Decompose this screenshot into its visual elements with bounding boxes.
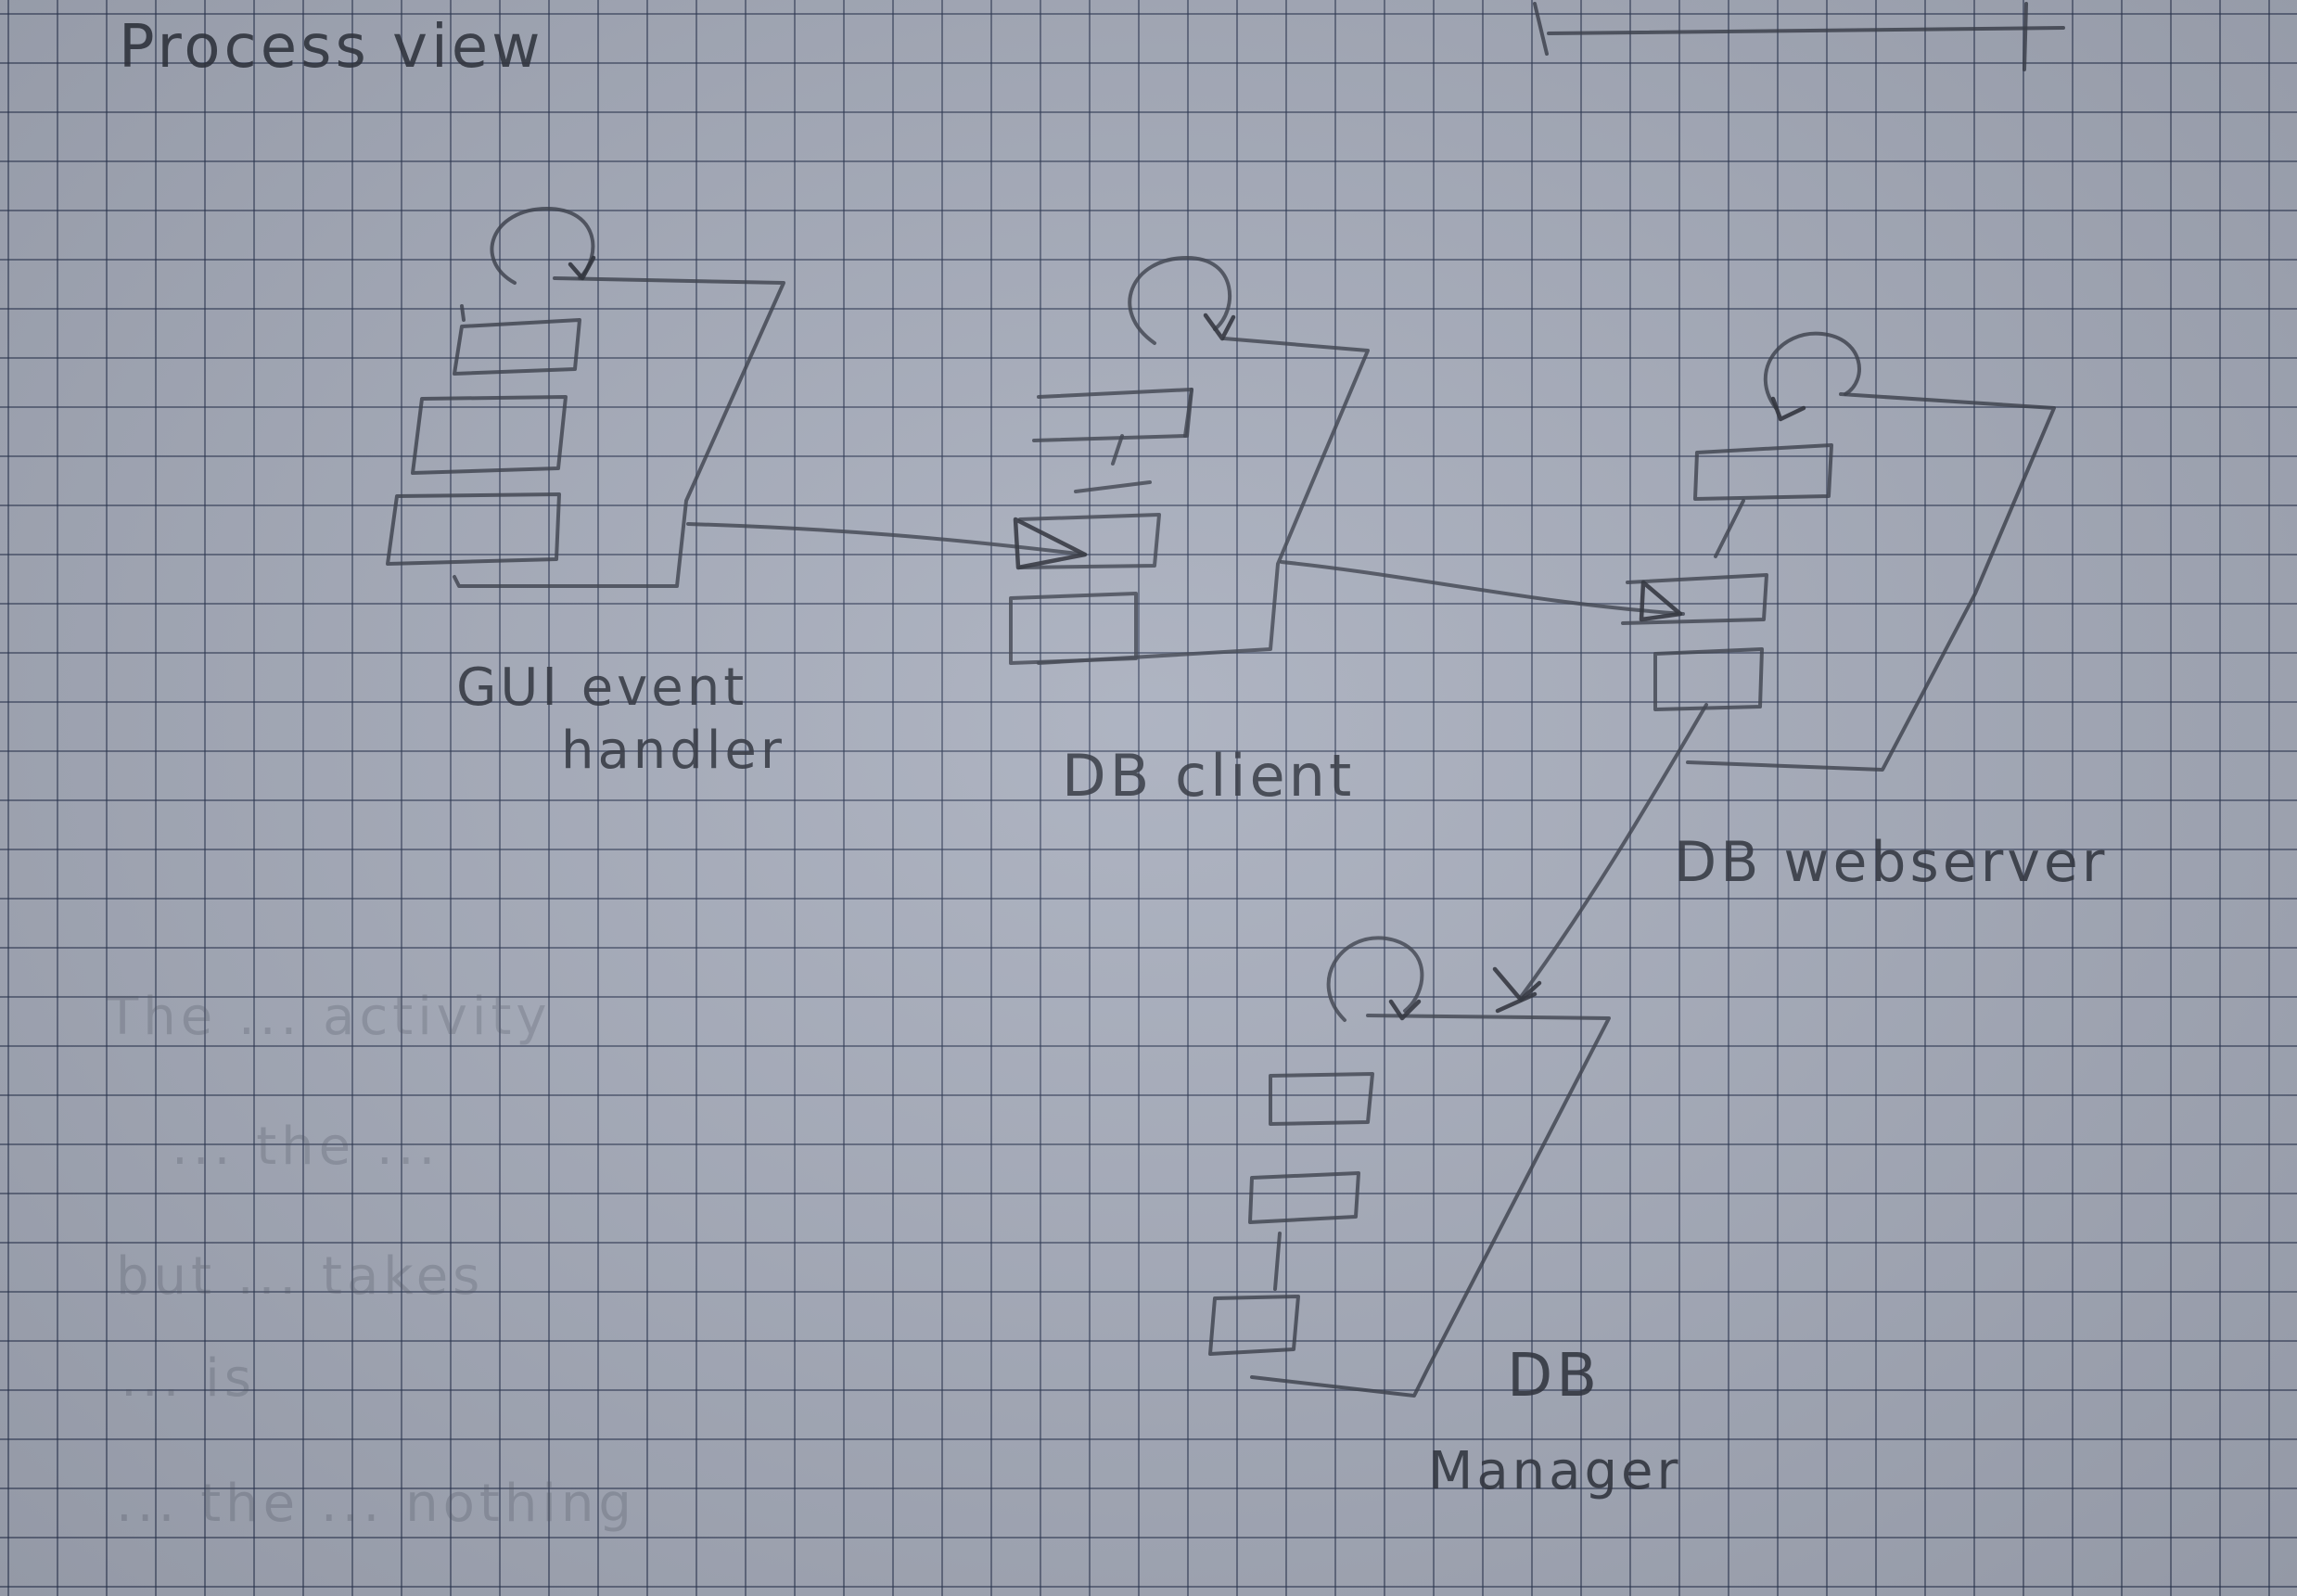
node-manager-label-line1: DB bbox=[1507, 1342, 1601, 1411]
node-webserver-label: DB webserver bbox=[1674, 830, 2108, 895]
node-db-manager: DB Manager bbox=[1208, 936, 1681, 1501]
node-db-webserver: DB webserver bbox=[1621, 331, 2108, 895]
faint-note-4: ... is bbox=[121, 1348, 256, 1409]
faint-note-3: but ... takes bbox=[116, 1246, 484, 1307]
faint-note-5: ... the ... nothing bbox=[116, 1474, 636, 1534]
faint-note-1: The ... activity bbox=[106, 987, 552, 1047]
node-manager-label-line2: Manager bbox=[1428, 1441, 1681, 1501]
connection-gui-to-dbclient bbox=[686, 517, 1088, 570]
diagram-title: Process view bbox=[119, 13, 544, 82]
connection-dbclient-to-webserver bbox=[1280, 560, 1685, 622]
faint-erased-notes: The ... activity ... the ... but ... tak… bbox=[106, 987, 636, 1534]
node-gui-label-line1: GUI event bbox=[456, 658, 747, 718]
node-gui-label-line2: handler bbox=[561, 721, 785, 781]
node-dbclient-label: DB client bbox=[1062, 742, 1355, 810]
top-rule-line bbox=[1533, 2, 2065, 71]
connection-webserver-to-manager bbox=[1492, 703, 1708, 1014]
node-db-client: DB client bbox=[1009, 256, 1370, 810]
node-gui-event-handler: GUI event handler bbox=[386, 207, 785, 781]
faint-note-2: ... the ... bbox=[172, 1117, 440, 1177]
